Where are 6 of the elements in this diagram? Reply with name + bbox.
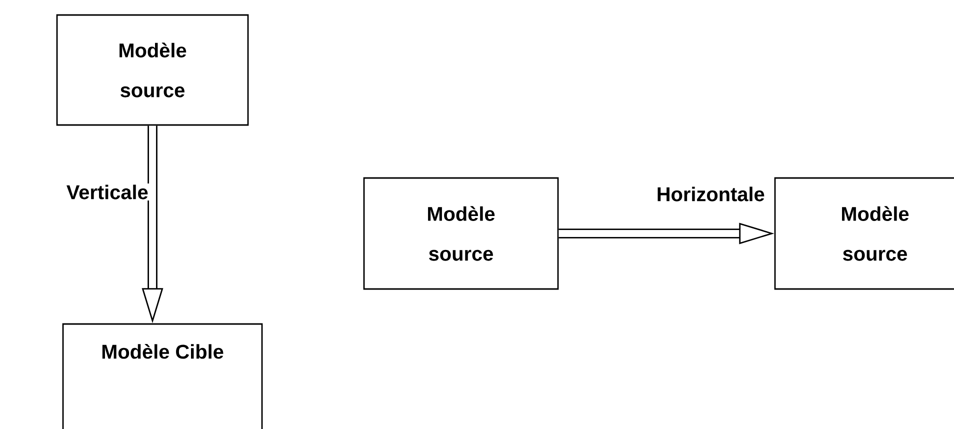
model-box: Modèle Cible [62,323,263,429]
edge-label: Verticale [65,184,150,200]
model-box: Modèle source [363,177,559,290]
model-box: Modèle source [774,177,954,290]
edge-label: Horizontale [655,186,766,202]
model-box: Modèle source [56,14,249,126]
